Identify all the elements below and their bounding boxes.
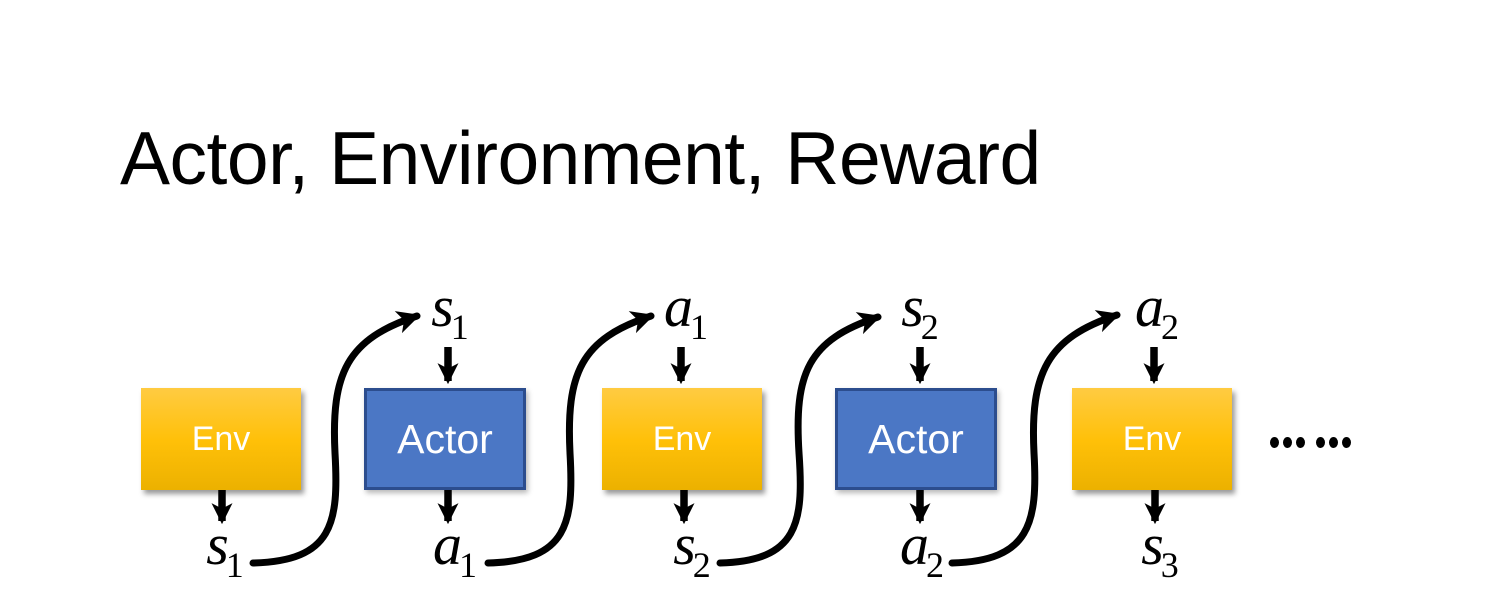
bottom-label-s1: s1 — [206, 516, 244, 584]
ellipsis-dot — [1316, 437, 1325, 448]
env-box-3-label: Env — [1122, 419, 1182, 458]
slide-title: Actor, Environment, Reward — [120, 116, 1041, 200]
bottom-label-a1: a1 — [433, 516, 477, 584]
curve-arrow-s2 — [716, 312, 882, 567]
ellipsis-dot — [1329, 437, 1338, 448]
top-label-s1-base: s — [431, 274, 454, 339]
bottom-label-s2-sub: 2 — [692, 545, 711, 585]
bottom-label-s3-base: s — [1141, 512, 1164, 577]
top-label-a1-base: a — [664, 274, 693, 339]
ellipsis-dot — [1283, 437, 1292, 448]
ellipsis-dot — [1342, 437, 1351, 448]
bottom-label-s2: s2 — [673, 516, 711, 584]
env-box-2: Env — [602, 388, 762, 490]
bottom-label-s3: s3 — [1141, 516, 1179, 584]
bottom-label-a1-sub: 1 — [459, 545, 477, 585]
ellipsis-dot — [1296, 437, 1305, 448]
curve-arrow-a2 — [948, 310, 1121, 567]
top-label-s2-sub: 2 — [920, 307, 939, 347]
bottom-label-s1-base: s — [206, 512, 229, 577]
top-label-a1: a1 — [664, 278, 708, 346]
ellipsis-dot — [1270, 437, 1279, 448]
top-label-s2: s2 — [901, 278, 939, 346]
top-label-s1: s1 — [431, 278, 469, 346]
top-label-s2-base: s — [901, 274, 924, 339]
env-box-3: Env — [1072, 388, 1232, 490]
env-box-1: Env — [141, 388, 301, 490]
top-label-s1-sub: 1 — [450, 307, 469, 347]
top-label-a2-base: a — [1135, 274, 1164, 339]
actor-box-1-label: Actor — [397, 415, 493, 462]
bottom-label-a2-base: a — [900, 512, 929, 577]
bottom-label-s3-sub: 3 — [1160, 545, 1179, 585]
actor-box-1: Actor — [364, 388, 526, 490]
bottom-label-s2-base: s — [673, 512, 696, 577]
actor-box-2: Actor — [835, 388, 997, 490]
env-box-1-label: Env — [191, 419, 251, 458]
ellipsis-dots — [1270, 437, 1355, 448]
bottom-label-a1-base: a — [433, 512, 462, 577]
bottom-label-a2: a2 — [900, 516, 944, 584]
actor-box-2-label: Actor — [868, 415, 964, 462]
curve-arrow-a1 — [484, 311, 655, 567]
top-label-a2-sub: 2 — [1161, 307, 1179, 347]
top-label-a2: a2 — [1135, 278, 1179, 346]
top-label-a1-sub: 1 — [690, 307, 708, 347]
bottom-label-a2-sub: 2 — [926, 545, 944, 585]
bottom-label-s1-sub: 1 — [225, 545, 244, 585]
curve-arrow-s1 — [249, 311, 421, 567]
env-box-2-label: Env — [652, 419, 712, 458]
